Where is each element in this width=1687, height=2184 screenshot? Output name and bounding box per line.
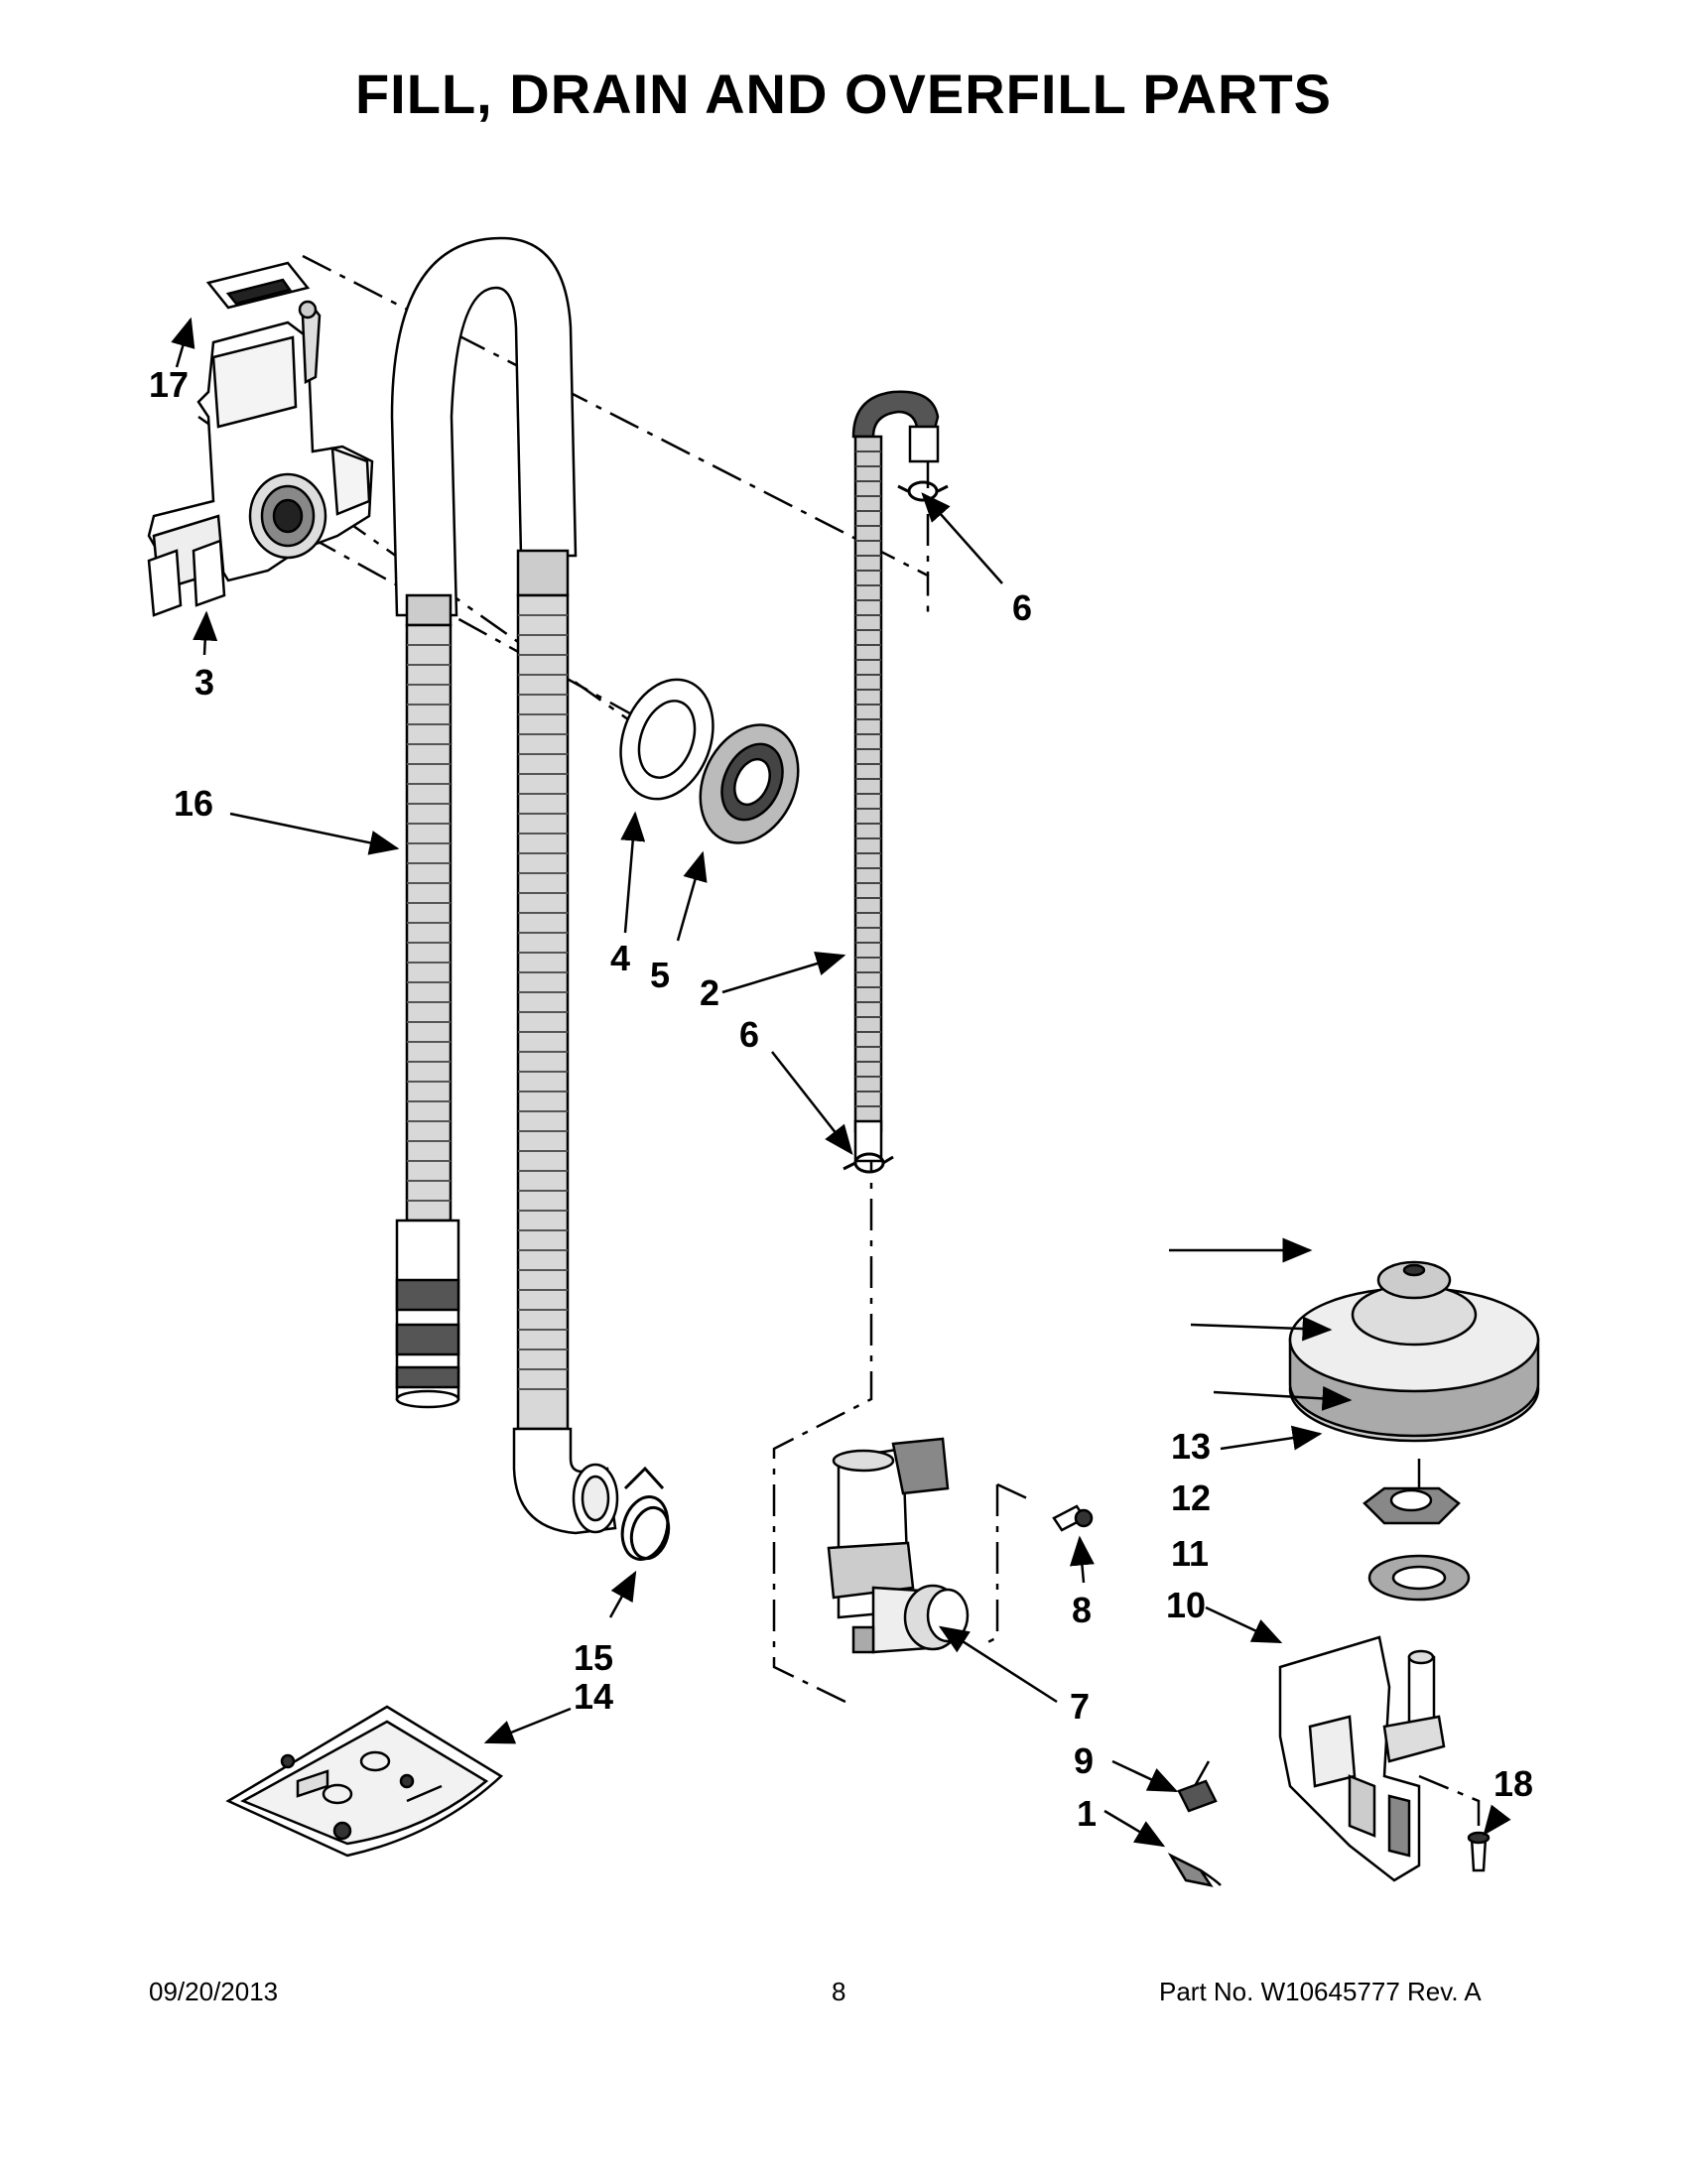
drain-hose-elbow-part [512, 549, 619, 1535]
callout-10: 10 [1166, 1585, 1206, 1625]
washer-part [619, 678, 714, 801]
callout-1: 1 [1077, 1793, 1097, 1834]
callout-14: 14 [574, 1676, 613, 1717]
callout-6-lower: 6 [739, 1014, 759, 1055]
hose-clamp-part-upper [897, 480, 949, 502]
float-part [1288, 1260, 1540, 1443]
bracket-screw-part [1467, 1831, 1491, 1872]
screw-part [1052, 1504, 1094, 1532]
drain-hose-part [390, 236, 578, 1409]
callout-16: 16 [174, 783, 213, 824]
dispenser-cap-part [205, 261, 311, 310]
inlet-valve-part [827, 1437, 970, 1654]
callout-7: 7 [1070, 1686, 1090, 1727]
callout-18: 18 [1493, 1763, 1533, 1804]
callout-6-upper: 6 [1012, 587, 1032, 628]
page-title: FILL, DRAIN AND OVERFILL PARTS [354, 63, 1333, 125]
air-gap-housing-part [147, 300, 374, 617]
footer-page-number: 8 [832, 1977, 846, 2006]
callout-2: 2 [700, 972, 719, 1013]
callout-11: 11 [1171, 1533, 1209, 1574]
hose-clamp-part-lower [843, 1152, 894, 1174]
footer-date: 09/20/2013 [149, 1977, 279, 2006]
callout-12: 12 [1171, 1477, 1211, 1518]
leader-arrows [171, 317, 1511, 1848]
callout-3: 3 [195, 662, 214, 703]
wire-harness-part [1167, 1852, 1222, 1887]
fill-hose-part [851, 390, 940, 1163]
drain-hose-clamp-part [620, 1466, 671, 1561]
callout-15: 15 [574, 1637, 613, 1678]
float-seal-part [1367, 1554, 1471, 1602]
float-nut-part [1363, 1486, 1461, 1525]
parts-bag-part [225, 1705, 504, 1858]
callout-9: 9 [1074, 1740, 1094, 1781]
callout-5: 5 [650, 955, 670, 995]
callout-8: 8 [1072, 1590, 1092, 1630]
float-switch-part [1177, 1779, 1218, 1813]
float-switch-bracket-part [1278, 1635, 1446, 1882]
nut-part [699, 723, 800, 844]
callout-4: 4 [610, 938, 630, 978]
callout-13: 13 [1171, 1426, 1211, 1467]
footer-part-number: Part No. W10645777 Rev. A [1159, 1977, 1482, 2006]
callout-17: 17 [149, 364, 189, 405]
